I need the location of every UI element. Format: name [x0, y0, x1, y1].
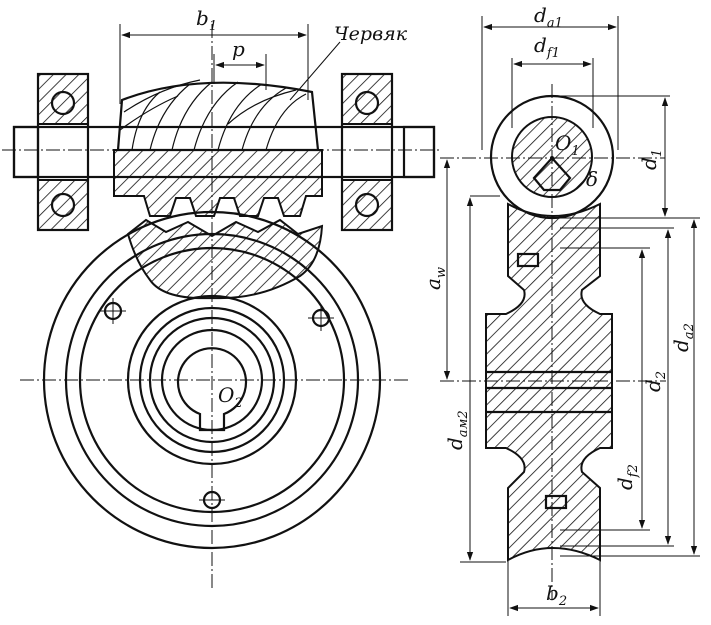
- side-view: O1 δ da1 df1: [421, 3, 700, 616]
- front-view: b1 p Червяк O2: [2, 6, 440, 590]
- wheel-rim-section: [126, 218, 324, 300]
- aw-label: aw: [421, 267, 449, 290]
- o1-label: O1: [555, 131, 580, 159]
- upper-screw: [516, 252, 540, 268]
- worm-label: Червяк: [334, 23, 408, 45]
- right-bearing: [340, 72, 394, 232]
- left-bearing: [36, 72, 90, 232]
- delta-label: δ: [586, 167, 598, 191]
- d2-label: d2: [641, 371, 669, 392]
- shaft-end-right: [402, 125, 436, 179]
- shaft-end-left: [12, 125, 40, 179]
- d1-label: d1: [637, 149, 665, 170]
- worm-section: [113, 149, 323, 217]
- df2-label: df2: [613, 464, 641, 490]
- b2-label: b2: [546, 581, 567, 609]
- wheel-hub-bore: [176, 347, 248, 432]
- b1-label: b1: [196, 6, 217, 34]
- dam2-label: daм2: [443, 410, 471, 450]
- wheel-side-section: [485, 202, 613, 562]
- worm-thread: [116, 79, 320, 152]
- worm-keyway: [532, 156, 572, 192]
- da1-label: da1: [534, 3, 563, 31]
- worm-leader-line: [289, 41, 341, 101]
- da2-label: da2: [669, 323, 697, 352]
- df1-label: df1: [534, 33, 560, 61]
- o2-label: O2: [218, 383, 243, 411]
- p-label: p: [232, 37, 245, 61]
- lower-screw: [544, 494, 568, 510]
